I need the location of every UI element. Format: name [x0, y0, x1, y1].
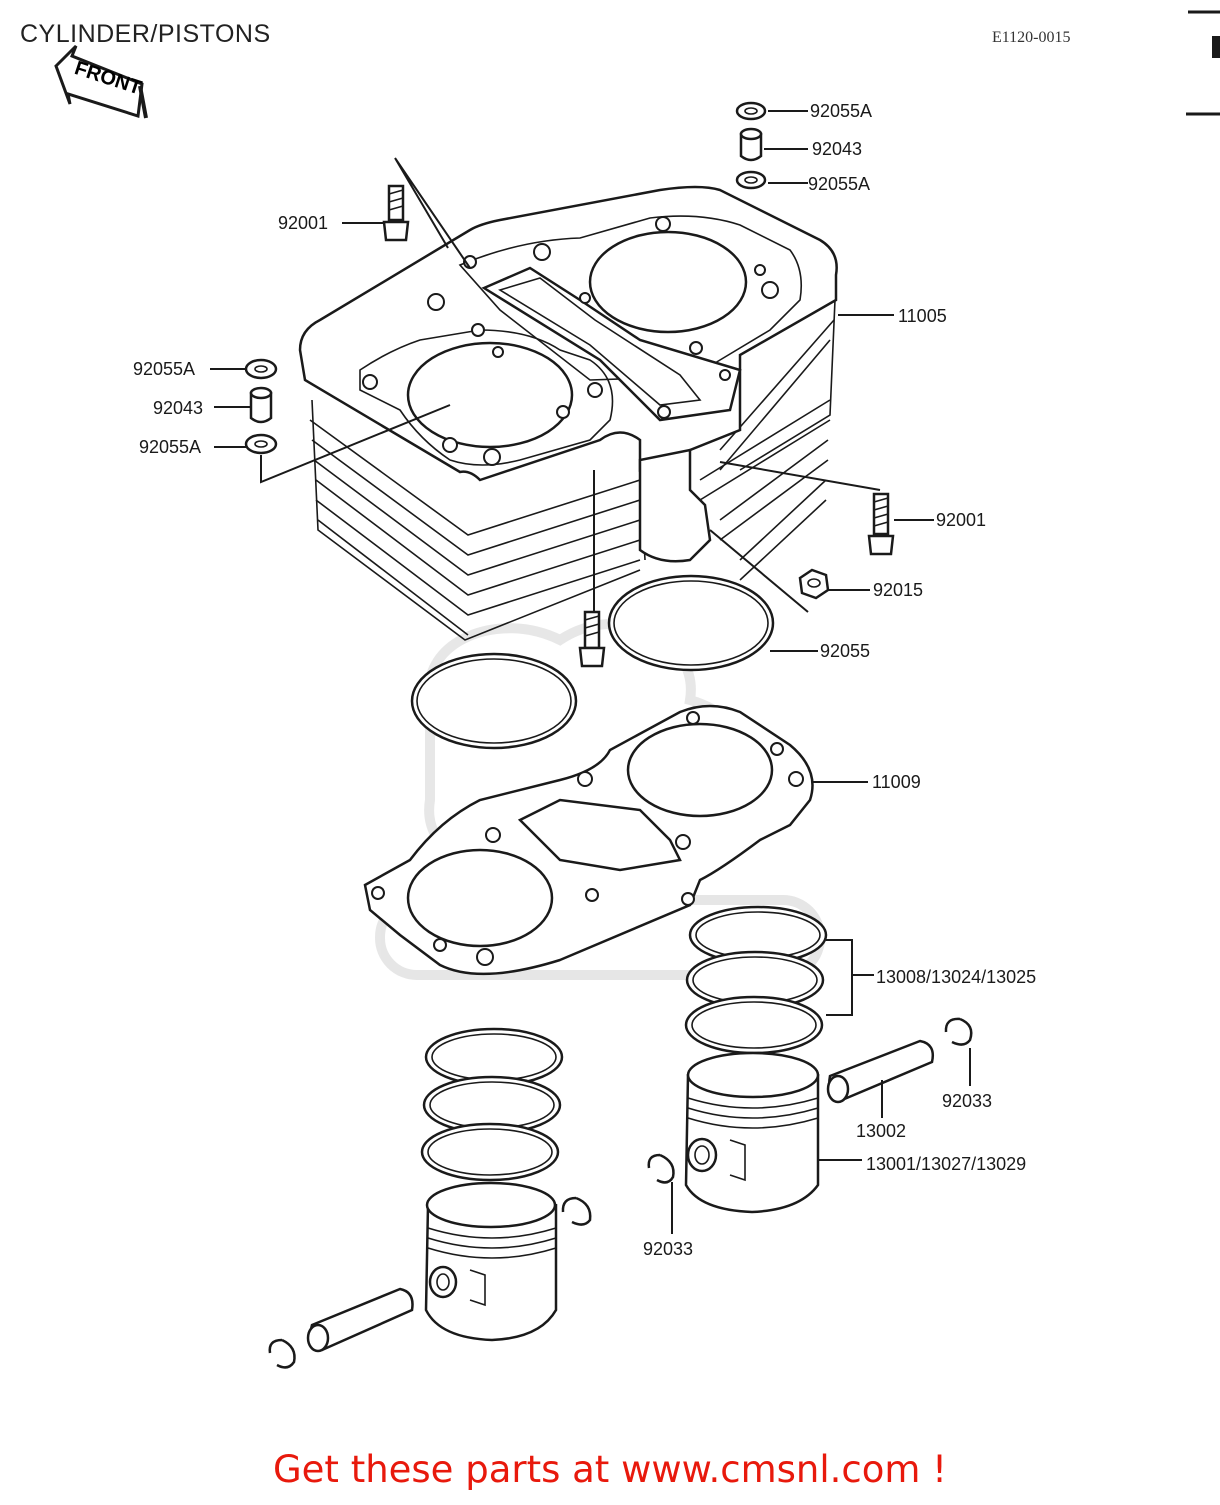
piston-pin-right	[826, 1039, 934, 1104]
label-cylinder-block: 11005	[898, 306, 947, 326]
base-oring-left	[410, 652, 578, 750]
diagram-code: E1120-0015	[992, 29, 1071, 46]
oring-left-lower	[244, 433, 278, 455]
bolt-center	[578, 610, 606, 668]
label-base-gasket: 11009	[872, 772, 921, 792]
piston-rings-left	[420, 1027, 564, 1182]
label-piston: 13001/13027/13029	[866, 1154, 1026, 1174]
dowel-pin-top	[739, 127, 763, 162]
label-nut: 92015	[873, 580, 923, 600]
piston-rings-right	[684, 905, 828, 1055]
circlip-left-upper	[561, 1196, 592, 1226]
piston-left	[424, 1181, 558, 1342]
front-direction-icon: FRONT	[54, 44, 148, 119]
label-clip-right: 92033	[942, 1091, 992, 1111]
label-oring-top-b: 92055A	[808, 174, 870, 194]
cylinder-block	[298, 185, 838, 641]
piston-right	[684, 1051, 820, 1214]
nut	[798, 568, 830, 600]
leader-lines	[210, 110, 971, 1234]
circlip-right-lower	[647, 1153, 675, 1184]
label-clip-left: 92033	[643, 1239, 693, 1259]
promo-exclamation: !	[932, 1448, 948, 1491]
oring-top-lower	[735, 170, 767, 190]
base-gasket	[363, 704, 814, 976]
label-oring-top-a: 92055A	[810, 101, 872, 121]
label-dowel-left: 92043	[153, 398, 203, 418]
circlip-left-lower	[268, 1338, 296, 1369]
promo-text: Get these parts at	[272, 1448, 610, 1491]
label-dowel-top: 92043	[812, 139, 862, 159]
page-edge-marks	[1186, 10, 1220, 116]
label-bolt-right: 92001	[936, 510, 986, 530]
bolt-left	[382, 184, 410, 242]
bolt-right	[867, 492, 895, 556]
label-piston-pin: 13002	[856, 1121, 906, 1141]
label-bolt-left: 92001	[278, 213, 328, 233]
label-oring-left-a: 92055A	[133, 359, 195, 379]
piston-pin-left	[306, 1287, 414, 1353]
oring-top-upper	[735, 101, 767, 121]
circlip-right-upper	[944, 1017, 973, 1046]
label-oring-left-b: 92055A	[139, 437, 201, 457]
promo-banner: Get these parts at www.cmsnl.com !	[0, 1448, 1220, 1491]
oring-left-upper	[244, 358, 278, 380]
page-title: CYLINDER/PISTONS	[20, 20, 271, 48]
label-ring-set: 13008/13024/13025	[876, 967, 1036, 987]
dowel-pin-left	[249, 386, 273, 424]
label-oring-base: 92055	[820, 641, 870, 661]
base-oring-right	[607, 574, 775, 672]
promo-link[interactable]: www.cmsnl.com	[621, 1448, 921, 1491]
